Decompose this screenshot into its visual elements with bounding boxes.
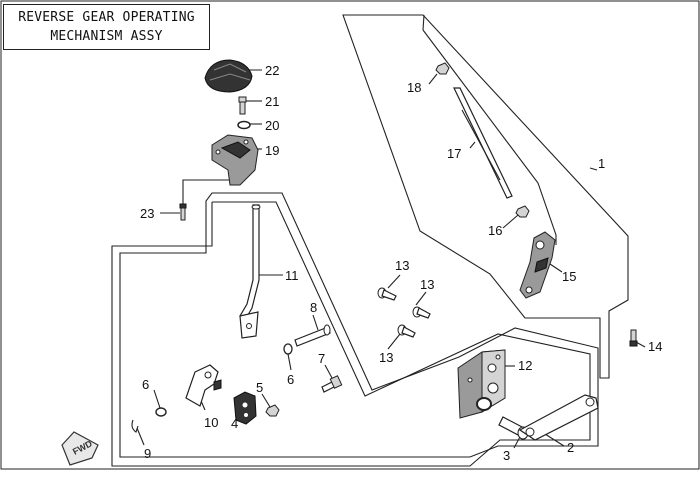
callout-13-c: 13: [379, 350, 393, 365]
nut-part-5: [265, 404, 280, 417]
callout-20: 20: [265, 118, 279, 133]
callout-18: 18: [407, 80, 421, 95]
outer-frame: [0, 0, 700, 470]
arm-part-2: [518, 394, 599, 441]
linkage-part-15: [519, 231, 556, 299]
bolt-part-23: [179, 203, 187, 221]
bracket-part-10: [185, 364, 222, 407]
callout-15: 15: [562, 269, 576, 284]
washer-part-6-right: [283, 343, 293, 355]
title-line-2: MECHANISM ASSY: [50, 29, 163, 44]
leader-lines: [136, 69, 646, 449]
rod-part-17: [453, 87, 513, 199]
callout-13-b: 13: [420, 277, 434, 292]
bolt-part-13-b: [412, 306, 431, 319]
callout-10: 10: [204, 415, 218, 430]
bolt-part-14: [629, 329, 638, 347]
callout-21: 21: [265, 94, 279, 109]
callout-17: 17: [447, 146, 461, 161]
callout-12: 12: [518, 358, 532, 373]
knob-part-22: [204, 59, 253, 93]
group-outline-main: [119, 192, 599, 458]
callout-1: 1: [598, 156, 605, 171]
callout-23: 23: [140, 206, 154, 221]
callout-19: 19: [265, 143, 279, 158]
washer-part-6-left: [155, 407, 167, 417]
screw-part-21: [238, 96, 247, 115]
pin-part-8: [294, 324, 331, 347]
housing-part-19: [211, 134, 259, 186]
group-outline-main-inner: [111, 201, 591, 467]
callout-2: 2: [567, 440, 574, 455]
callout-5: 5: [256, 380, 263, 395]
title-line-1: REVERSE GEAR OPERATING: [18, 10, 195, 25]
group-outline-1: [342, 14, 629, 379]
callout-9: 9: [144, 446, 151, 461]
bolt-part-7: [321, 375, 343, 393]
callout-6-left: 6: [142, 377, 149, 392]
forward-arrow-icon: FWD: [61, 431, 99, 466]
block-part-4: [233, 391, 257, 425]
callout-8: 8: [310, 300, 317, 315]
lever-part-11: [239, 204, 261, 339]
callout-11: 11: [285, 268, 299, 283]
callout-4: 4: [231, 416, 238, 431]
bolt-part-13-a: [377, 287, 397, 301]
nut-part-18: [435, 62, 450, 75]
title-box: REVERSE GEAR OPERATING MECHANISM ASSY: [3, 4, 210, 50]
callout-13-a: 13: [395, 258, 409, 273]
clip-part-9: [131, 419, 139, 433]
bolt-part-13-c: [397, 324, 416, 338]
washer-part-20: [237, 120, 251, 130]
callout-22: 22: [265, 63, 279, 78]
group-outline-rod: [422, 14, 425, 31]
nut-part-16: [515, 205, 530, 218]
callouts: 1 2 3 4 5 6 6 7 8 9 10 11 12 13 13 13 14…: [140, 63, 662, 463]
callout-6-right: 6: [287, 372, 294, 387]
callout-3: 3: [503, 448, 510, 463]
callout-16: 16: [488, 223, 502, 238]
callout-7: 7: [318, 351, 325, 366]
group-outline-inner: [422, 29, 557, 245]
callout-14: 14: [648, 339, 662, 354]
bracket-plate-part-12: [457, 349, 506, 419]
